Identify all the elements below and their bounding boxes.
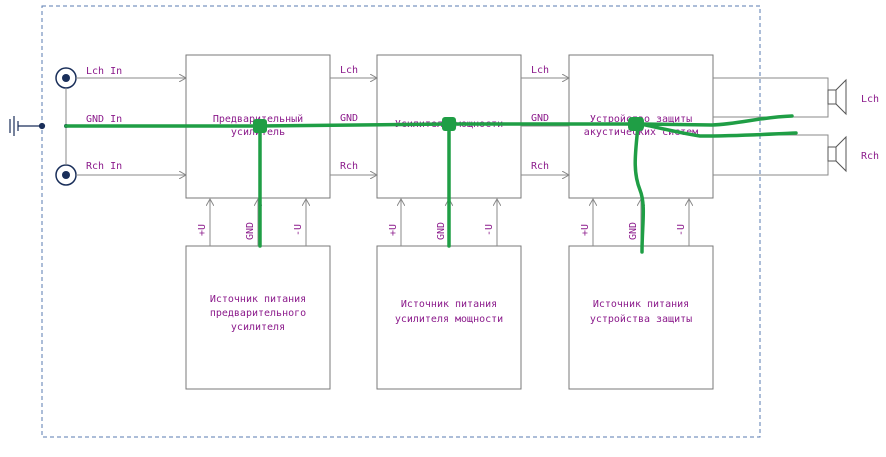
preamp-out-gnd-label: GND — [340, 113, 358, 124]
input-rch-label: Rch In — [86, 161, 122, 172]
preamp-minus-label: -U — [293, 224, 304, 236]
protection-minus-label: -U — [676, 224, 687, 236]
preamp-supply-line3: усилителя — [231, 322, 285, 333]
preamp-supply-rails — [210, 199, 306, 246]
speaker-right-icon — [827, 135, 847, 173]
power-plus-label: +U — [388, 224, 399, 236]
chassis-ground-symbol — [9, 116, 46, 136]
protection-supply-line2: устройства защиты — [590, 313, 692, 325]
power-gnd-label: GND — [436, 222, 447, 240]
power-amp-supply-line1: Источник питания — [401, 299, 497, 310]
input-lch-label: Lch In — [86, 66, 122, 77]
speaker-left-icon — [827, 78, 847, 116]
power-out-lch-label: Lch — [531, 65, 549, 76]
preamp-supply-line2: предварительного — [210, 308, 306, 319]
power-amp-supply-block — [376, 245, 522, 390]
protection-plus-label: +U — [580, 224, 591, 236]
preamp-supply-block — [185, 245, 331, 390]
power-minus-label: -U — [484, 224, 495, 236]
ground-wire-overlay — [64, 114, 798, 254]
preamp-out-lch-label: Lch — [340, 65, 358, 76]
speaker-left-label: Lch — [861, 94, 879, 105]
speaker-right-label: Rch — [861, 151, 879, 162]
power-out-gnd-label: GND — [531, 113, 549, 124]
power-amp-supply-line2: усилителя мощности — [395, 314, 503, 325]
preamp-plus-label: +U — [197, 224, 208, 236]
enclosure-frame — [41, 5, 761, 438]
preamp-supply-line1: Источник питания — [210, 294, 306, 305]
protection-supply-block — [568, 245, 714, 390]
power-out-rch-label: Rch — [531, 161, 549, 172]
protection-title-line2: акустических систем — [584, 127, 698, 138]
jack-lch-icon — [55, 67, 77, 89]
preamp-out-rch-label: Rch — [340, 161, 358, 172]
jack-rch-icon — [55, 164, 77, 186]
input-gnd-label: GND In — [86, 114, 122, 125]
protection-gnd-label: GND — [628, 222, 639, 240]
preamp-gnd-label: GND — [245, 222, 256, 240]
protection-supply-line1: Источник питания — [593, 299, 689, 310]
